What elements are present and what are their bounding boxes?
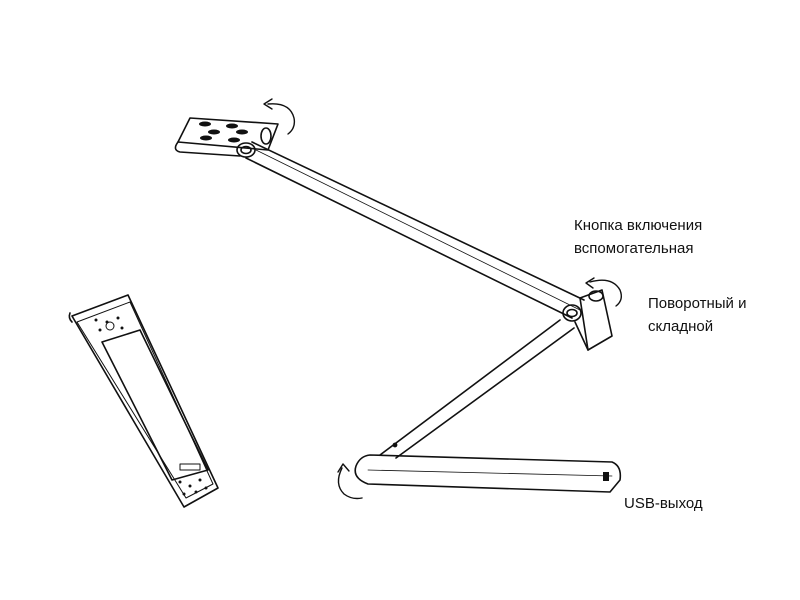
- upper-arm: [245, 141, 585, 319]
- label-line: вспомогательная: [574, 240, 694, 257]
- lamp-base: [354, 454, 622, 493]
- lamp-head: [174, 117, 279, 158]
- label-usb-output: USB-выход: [624, 495, 703, 512]
- lower-arm: [379, 319, 575, 459]
- label-line: Кнопка включения: [574, 217, 703, 234]
- label-aux-power-button: Кнопка включения вспомогательная: [574, 214, 702, 260]
- rotation-arrows: [263, 98, 623, 500]
- label-line: складной: [648, 318, 714, 335]
- usb-port: [603, 472, 609, 481]
- folded-lamp: [68, 294, 219, 508]
- rotary-joint: [562, 289, 613, 351]
- label-line: Поворотный и: [648, 295, 747, 312]
- label-rotary-folding: Поворотный и складной: [648, 292, 746, 338]
